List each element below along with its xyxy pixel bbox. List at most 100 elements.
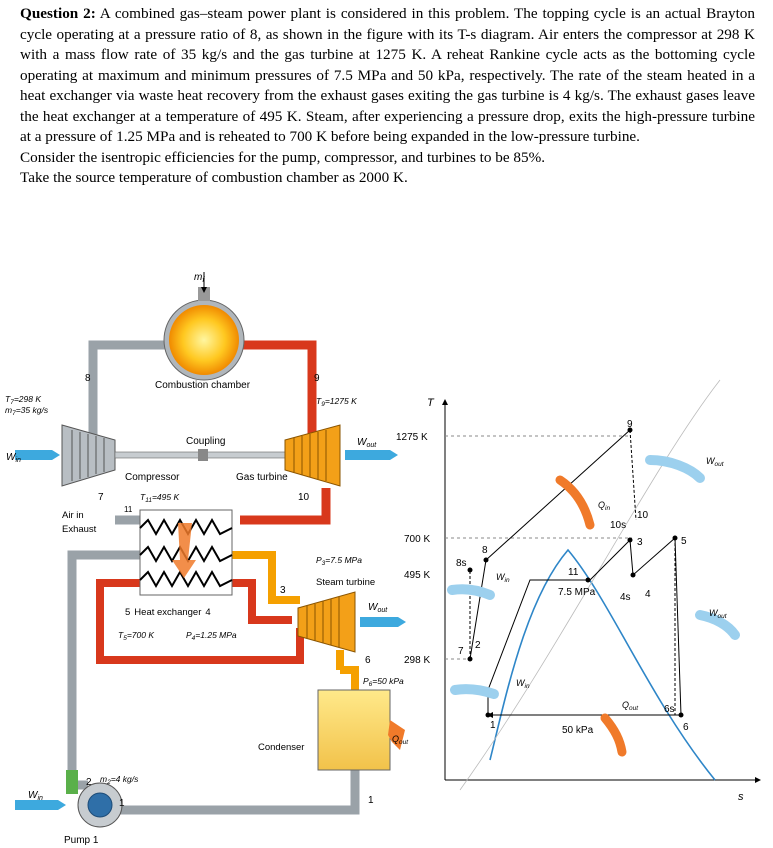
wout-label-ts-2: Wout — [709, 608, 728, 620]
gas-turbine-blades — [293, 430, 327, 481]
wout-arrow-ts-2 — [695, 610, 740, 640]
pt-9 — [627, 427, 633, 433]
schematic: mf Combustion chamber Compressor Couplin… — [5, 272, 409, 846]
combustion-flame — [169, 305, 239, 375]
pt-8s — [467, 567, 473, 573]
constant-pressure-guide — [459, 379, 721, 791]
rankine-heating — [487, 539, 631, 715]
lbl-4s: 4s — [620, 592, 631, 603]
plant-figure: mf Combustion chamber Compressor Couplin… — [5, 272, 761, 846]
s-axis-label: s — [738, 791, 744, 803]
state-2-label: 2 — [86, 777, 92, 788]
ts-diagram: T s 1275 K 700 K 495 K 298 K — [396, 379, 761, 803]
win-label-ts-2: Win — [516, 678, 530, 690]
condenser — [317, 689, 391, 771]
win-arrow-ts-1 — [447, 584, 495, 600]
steam-turbine-label: Steam turbine — [316, 577, 375, 588]
lbl-10s: 10s — [610, 520, 626, 531]
hx-t5-label: T5=700 K — [118, 630, 154, 642]
lbl-4: 4 — [645, 589, 651, 600]
p50-label: 50 kPa — [562, 725, 594, 736]
air-pipe-8 — [88, 340, 170, 456]
saturation-dome — [489, 548, 716, 781]
t700-label: 700 K — [404, 534, 430, 545]
pt-6 — [678, 712, 684, 718]
lbl-8: 8 — [482, 545, 488, 556]
steam-pipe-3 — [232, 551, 300, 604]
gas-turbine — [284, 424, 341, 487]
state-8-label: 8 — [85, 373, 91, 384]
efficiency-line: Consider the isentropic efficiencies for… — [20, 148, 546, 166]
state-10-label: 10 — [298, 492, 310, 503]
compressor-blades — [71, 430, 105, 481]
lbl-8s: 8s — [456, 558, 467, 569]
problem-text: A combined gas–steam power plant is cons… — [20, 5, 755, 145]
hx-p4-label: P4=1.25 MPa — [186, 630, 237, 642]
wout-label-gas: Wout — [357, 437, 377, 449]
win-arrow-gas — [15, 450, 60, 460]
p6-label: P6=50 kPa — [363, 676, 404, 688]
state-7-temp: T7=298 K — [5, 394, 41, 406]
pump-label: Pump 1 — [64, 835, 99, 846]
coupling — [198, 449, 208, 461]
state-1-label-pump: 1 — [119, 798, 125, 809]
wout-label-steam: Wout — [368, 602, 388, 614]
pt-3 — [627, 537, 633, 543]
qout-arrow-condenser — [388, 720, 405, 750]
win-arrow-ts-2 — [450, 684, 499, 699]
steam-to-condenser — [340, 666, 359, 690]
lbl-10: 10 — [637, 510, 649, 521]
question-heading: Question 2: — [20, 5, 96, 22]
brayton-expansion — [629, 429, 637, 521]
pt-11 — [585, 577, 591, 583]
lbl-6: 6 — [683, 722, 689, 733]
steam-turbine-blades — [306, 597, 340, 647]
lbl-7: 7 — [458, 646, 464, 657]
brayton-compression — [469, 559, 487, 660]
problem-statement: Question 2: A combined gas–steam power p… — [20, 4, 755, 189]
qout-label-condenser: Qout — [392, 734, 409, 746]
win-label-gas: Win — [6, 452, 21, 464]
qin-arrow-ts — [555, 475, 595, 530]
state-9-label: 9 — [314, 373, 320, 384]
pt-7 — [467, 656, 473, 662]
t298-label: 298 K — [404, 655, 430, 666]
pt-1 — [485, 712, 491, 718]
state-11-temp: T11=495 K — [140, 492, 179, 504]
state-11-label: 11 — [124, 505, 133, 514]
hx-heat-arrow — [172, 523, 196, 578]
state-6-label: 6 — [365, 655, 371, 666]
state-7-flow: m7=35 kg/s — [5, 405, 49, 417]
reheat-pipe-5 — [232, 579, 292, 624]
lbl-2: 2 — [475, 640, 481, 651]
coupling-label: Coupling — [186, 436, 225, 447]
pump-stem — [66, 770, 78, 794]
condensate-pipe — [100, 770, 360, 815]
compressor-label: Compressor — [125, 472, 180, 483]
exhaust-pipe-10 — [240, 488, 331, 525]
wout-label-ts-1: Wout — [706, 456, 725, 468]
water-pipe-left — [67, 550, 140, 790]
wout-arrow-ts-1 — [645, 455, 705, 483]
p75-label: 7.5 MPa — [558, 587, 596, 598]
reheat-return-4 — [96, 579, 304, 664]
qout-label-ts: Qout — [622, 700, 639, 712]
problem-paragraph: Question 2: A combined gas–steam power p… — [20, 4, 755, 148]
state-3-label: 3 — [280, 585, 286, 596]
win-arrow-pump — [15, 800, 66, 810]
fuel-label: mf — [194, 272, 205, 284]
condenser-label: Condenser — [258, 742, 304, 753]
state-1-label-cond: 1 — [368, 795, 374, 806]
gas-turbine-label: Gas turbine — [236, 472, 288, 483]
t1275-label: 1275 K — [396, 432, 428, 443]
wout-arrow-gas — [345, 450, 398, 460]
lbl-3: 3 — [637, 537, 643, 548]
exhaust-label: Exhaust — [62, 524, 97, 535]
t495-label: 495 K — [404, 570, 430, 581]
win-label-ts-1: Win — [496, 572, 510, 584]
hx-coil-3 — [139, 569, 233, 589]
lbl-9: 9 — [627, 419, 633, 430]
m2-label: m2=4 kg/s — [100, 774, 139, 786]
source-temperature-line: Take the source temperature of combustio… — [20, 169, 408, 186]
